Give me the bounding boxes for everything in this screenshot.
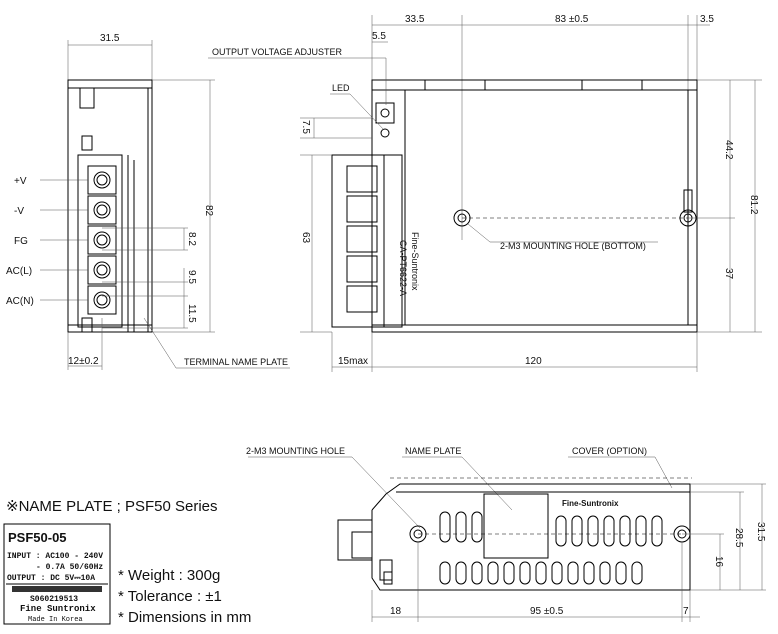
nameplate-maker: Fine Suntronix [20, 604, 96, 614]
nameplate-origin: Made In Korea [28, 616, 83, 624]
nameplate-input-1: INPUT : AC100 - 240V [7, 552, 103, 561]
dim-81-2: 81.2 [748, 195, 759, 215]
side-dim-31-5: 31.5 [755, 522, 766, 542]
led-dim: 7.5 [300, 120, 311, 134]
spec-units: * Dimensions in mm [118, 609, 251, 626]
specs-list: * Weight : 300g * Tolerance : ±1 * Dimen… [118, 567, 251, 626]
side-dim-7: 7 [683, 606, 689, 617]
side-brand: Fine-Suntronix [562, 499, 619, 508]
side-dim-95: 95 ±0.5 [530, 606, 564, 617]
spec-tolerance: * Tolerance : ±1 [118, 588, 222, 605]
side-dim-18: 18 [390, 606, 402, 617]
front-view: 31.5 +V -V FG [6, 33, 290, 370]
terminal-plate-label: TERMINAL NAME PLATE [184, 357, 288, 367]
top-view: 33.5 83 ±0.5 3.5 5.5 OUTPUT VOLTAGE ADJU… [208, 14, 762, 372]
dim-44-2: 44.2 [723, 140, 734, 160]
side-nameplate-label: NAME PLATE [405, 446, 461, 456]
front-height-dim: 82 [203, 205, 214, 217]
side-mount-label: 2-M3 MOUNTING HOLE [246, 446, 345, 456]
dim-120: 120 [525, 356, 542, 367]
front-width-dim: 31.5 [100, 33, 120, 44]
block-height-dim: 63 [300, 232, 311, 244]
nameplate-output: OUTPUT : DC 5V⎓10A [7, 574, 95, 583]
pitch-dim-3: 11.5 [186, 304, 197, 323]
side-view: 2-M3 MOUNTING HOLE NAME PLATE COVER (OPT… [246, 446, 766, 622]
side-dim-16: 16 [713, 556, 724, 568]
terminal-label-1: +V [14, 176, 27, 187]
terminal-label-4: AC(L) [6, 266, 32, 277]
brand-label-1: Fine-Suntronix [410, 232, 420, 291]
side-cover-label: COVER (OPTION) [572, 446, 647, 456]
top-dim-left: 33.5 [405, 14, 425, 25]
pitch-dim-1: 8.2 [186, 232, 197, 246]
terminal-label-3: FG [14, 236, 28, 247]
pitch-dim-2: 9.5 [186, 270, 197, 284]
led-label: LED [332, 83, 350, 93]
top-dim-right: 3.5 [700, 14, 714, 25]
spec-weight: * Weight : 300g [118, 567, 220, 584]
vent-slots [439, 511, 663, 585]
front-terminal-block [87, 165, 117, 315]
top-dim-adjuster: 5.5 [372, 31, 386, 42]
terminal-offset-dim: 12±0.2 [68, 356, 99, 367]
adjuster-label: OUTPUT VOLTAGE ADJUSTER [212, 47, 343, 57]
mount-bottom-label: 2-M3 MOUNTING HOLE (BOTTOM) [500, 241, 646, 251]
terminal-label-2: -V [14, 206, 24, 217]
dim-37: 37 [723, 268, 734, 280]
top-dim-mid: 83 ±0.5 [555, 14, 589, 25]
nameplate-heading: ※NAME PLATE ; PSF50 Series [6, 498, 218, 515]
terminal-label-5: AC(N) [6, 296, 34, 307]
barcode [12, 586, 102, 592]
nameplate-section: ※NAME PLATE ; PSF50 Series PSF50-05 INPU… [3, 498, 218, 625]
side-dim-28-5: 28.5 [733, 528, 744, 548]
dim-15max: 15max [338, 356, 368, 367]
brand-label-2: CA-PT6622-A [398, 240, 408, 296]
nameplate-input-2: - 0.7A 50/60Hz [36, 563, 103, 572]
nameplate-serial: S060219513 [30, 595, 78, 604]
nameplate-model: PSF50-05 [8, 530, 67, 545]
